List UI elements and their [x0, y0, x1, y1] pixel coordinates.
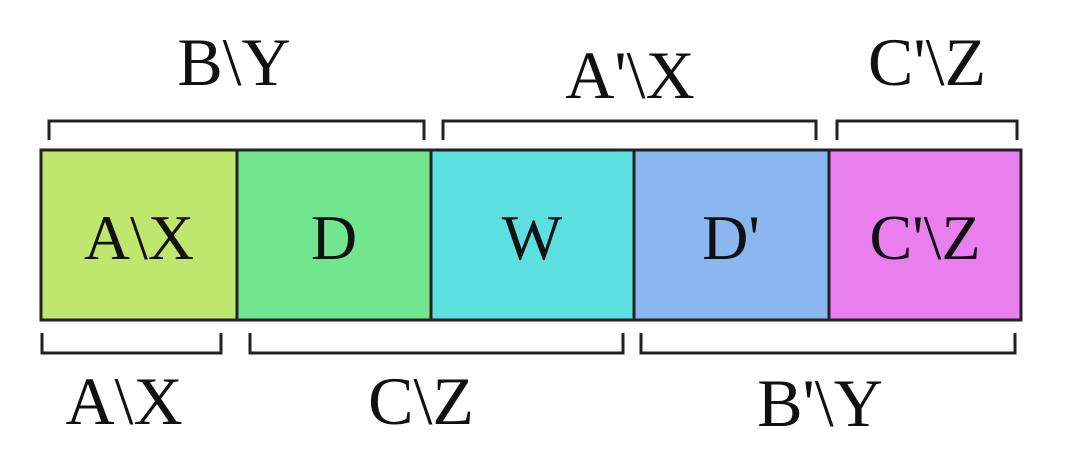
segment-1-box: [39, 148, 239, 322]
top-bracket-2: [441, 119, 818, 140]
bottom-bracket-2: [248, 333, 625, 355]
segment-5-label: C'\Z: [869, 202, 980, 273]
top-bracket-2-label: A'\X: [565, 37, 694, 113]
top-bracket-1-label: B\Y: [177, 24, 290, 100]
bottom-bracket-2-label: C\Z: [368, 363, 474, 439]
top-bracket-1: [47, 119, 426, 140]
bottom-bracket-3: [639, 333, 1017, 355]
bottom-bracket-3-label: B'\Y: [757, 365, 883, 441]
segment-1-label: A\X: [84, 202, 194, 273]
segment-3-label: W: [502, 202, 563, 273]
segment-5-box: [827, 148, 1023, 322]
bottom-bracket-1-label: A\X: [65, 363, 182, 439]
bottom-bracket-1: [40, 333, 223, 355]
segment-4-label: D': [702, 202, 760, 273]
segment-3-box: [429, 148, 636, 322]
top-bracket-3-label: C'\Z: [868, 24, 986, 100]
segment-2-label: D: [311, 202, 357, 273]
top-bracket-3: [835, 119, 1019, 140]
segment-2-box: [235, 148, 433, 322]
